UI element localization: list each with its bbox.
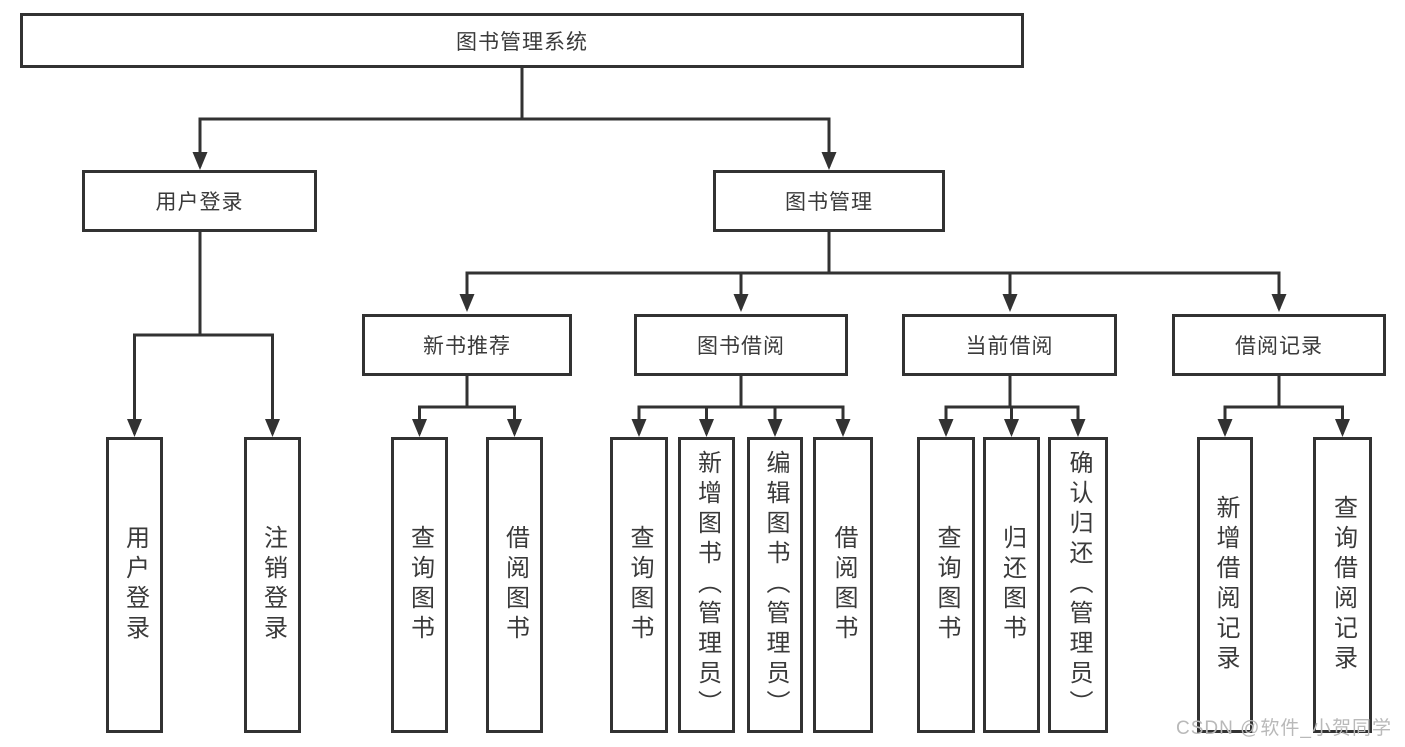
leaf-confirm-return-admin: 确认归还（管理员） (1048, 437, 1108, 733)
leaf-add-books-admin: 新增图书（管理员） (678, 437, 735, 733)
node-label: 编辑图书（管理员） (762, 450, 789, 720)
node-label: 图书管理 (785, 191, 873, 214)
leaf-borrow-books-recommend: 借阅图书 (486, 437, 543, 733)
node-label: 用户登录 (155, 191, 244, 214)
node-new-book-recommend: 新书推荐 (362, 314, 572, 376)
node-label: 确认归还（管理员） (1065, 450, 1092, 720)
node-user-login: 用户登录 (82, 170, 317, 232)
node-book-borrow: 图书借阅 (634, 314, 848, 376)
leaf-query-books-recommend: 查询图书 (391, 437, 448, 733)
leaf-add-borrow-record: 新增借阅记录 (1197, 437, 1253, 733)
node-label: 新增借阅记录 (1212, 495, 1239, 675)
leaf-query-borrow-record: 查询借阅记录 (1313, 437, 1372, 733)
node-label: 借阅记录 (1235, 335, 1323, 358)
node-label: 借阅图书 (830, 525, 857, 645)
leaf-edit-books-admin: 编辑图书（管理员） (747, 437, 803, 733)
node-label: 借阅图书 (501, 525, 529, 645)
leaf-query-books-borrow: 查询图书 (610, 437, 668, 733)
node-label: 查询图书 (626, 525, 653, 645)
node-label: 注销登录 (259, 525, 287, 645)
node-label: 图书借阅 (697, 335, 785, 358)
node-label: 查询图书 (406, 525, 434, 645)
leaf-query-books-current: 查询图书 (917, 437, 975, 733)
leaf-logout: 注销登录 (244, 437, 301, 733)
leaf-return-books: 归还图书 (983, 437, 1040, 733)
node-label: 图书管理系统 (456, 30, 588, 54)
leaf-borrow-books: 借阅图书 (813, 437, 873, 733)
node-label: 查询图书 (933, 525, 960, 645)
leaf-user-login: 用户登录 (106, 437, 163, 733)
node-label: 新书推荐 (423, 335, 511, 358)
node-label: 新增图书（管理员） (693, 450, 721, 720)
node-borrow-records: 借阅记录 (1172, 314, 1386, 376)
node-book-management: 图书管理 (713, 170, 945, 232)
node-label: 用户登录 (121, 525, 149, 645)
node-label: 当前借阅 (965, 335, 1054, 358)
node-current-borrow: 当前借阅 (902, 314, 1117, 376)
node-label: 归还图书 (998, 525, 1026, 645)
csdn-watermark: CSDN @软件_小贺同学 (1176, 718, 1392, 739)
node-library-management-system: 图书管理系统 (20, 13, 1024, 68)
node-label: 查询借阅记录 (1329, 495, 1357, 675)
